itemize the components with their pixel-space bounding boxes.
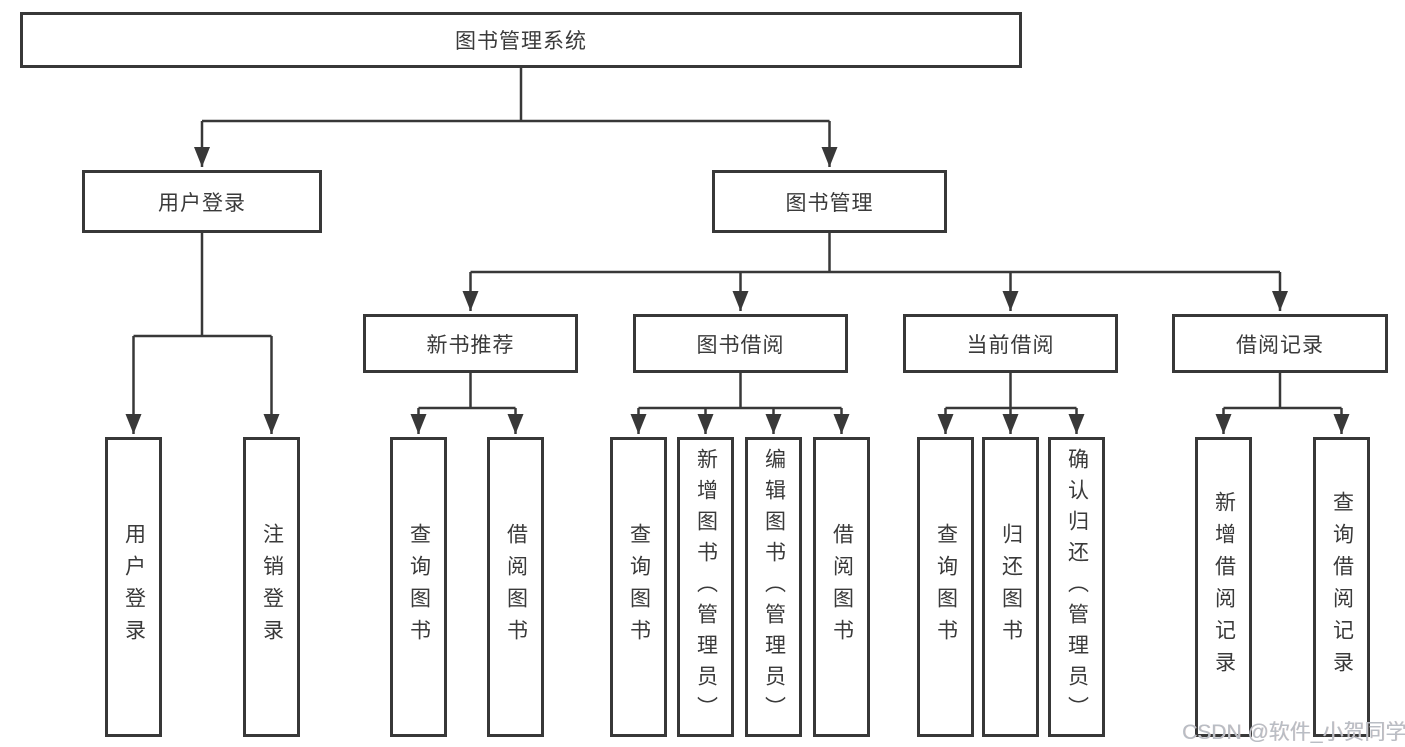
leaf-query-books-borrow: 查询图书 — [610, 437, 667, 737]
leaf-edit-book-admin: 编辑图书（管理员） — [745, 437, 802, 737]
node-label: 新书推荐 — [426, 333, 515, 357]
leaf-label: 新增图书（管理员） — [694, 447, 718, 727]
leaf-label: 注销登录 — [260, 523, 284, 651]
node-book-borrowing: 图书借阅 — [633, 314, 848, 373]
leaf-label: 借阅图书 — [830, 523, 854, 651]
leaf-borrow-books: 借阅图书 — [813, 437, 870, 737]
node-label: 借阅记录 — [1236, 333, 1324, 357]
leaf-query-books-current: 查询图书 — [917, 437, 974, 737]
leaf-label: 归还图书 — [999, 523, 1023, 651]
node-label: 图书借阅 — [696, 333, 785, 357]
leaf-add-book-admin: 新增图书（管理员） — [677, 437, 734, 737]
csdn-watermark: CSDN @软件_小贺同学 — [1182, 721, 1405, 744]
leaf-label: 查询图书 — [407, 523, 431, 651]
leaf-label: 查询图书 — [627, 523, 651, 651]
leaf-label: 用户登录 — [122, 523, 146, 651]
node-new-book-recommendation: 新书推荐 — [363, 314, 578, 373]
leaf-label: 编辑图书（管理员） — [762, 447, 786, 727]
leaf-label: 确认归还（管理员） — [1065, 447, 1089, 727]
node-label: 图书管理系统 — [455, 30, 587, 53]
node-book-management: 图书管理 — [712, 170, 947, 233]
leaf-return-book: 归还图书 — [982, 437, 1039, 737]
leaf-user-login: 用户登录 — [105, 437, 162, 737]
leaf-add-borrow-record: 新增借阅记录 — [1195, 437, 1252, 737]
leaf-label: 借阅图书 — [504, 523, 528, 651]
node-user-login: 用户登录 — [82, 170, 322, 233]
node-borrowing-records: 借阅记录 — [1172, 314, 1388, 373]
node-label: 图书管理 — [785, 191, 874, 215]
node-current-borrowing: 当前借阅 — [903, 314, 1118, 373]
node-library-management-system: 图书管理系统 — [20, 12, 1022, 68]
leaf-confirm-return-admin: 确认归还（管理员） — [1048, 437, 1105, 737]
node-label: 当前借阅 — [966, 333, 1055, 357]
leaf-logout: 注销登录 — [243, 437, 300, 737]
leaf-borrow-books-recommend: 借阅图书 — [487, 437, 544, 737]
leaf-label: 查询图书 — [934, 523, 958, 651]
node-label: 用户登录 — [158, 191, 246, 215]
leaf-label: 查询借阅记录 — [1330, 491, 1354, 683]
leaf-query-books-recommend: 查询图书 — [390, 437, 447, 737]
leaf-label: 新增借阅记录 — [1212, 491, 1236, 683]
leaf-query-borrow-record: 查询借阅记录 — [1313, 437, 1370, 737]
